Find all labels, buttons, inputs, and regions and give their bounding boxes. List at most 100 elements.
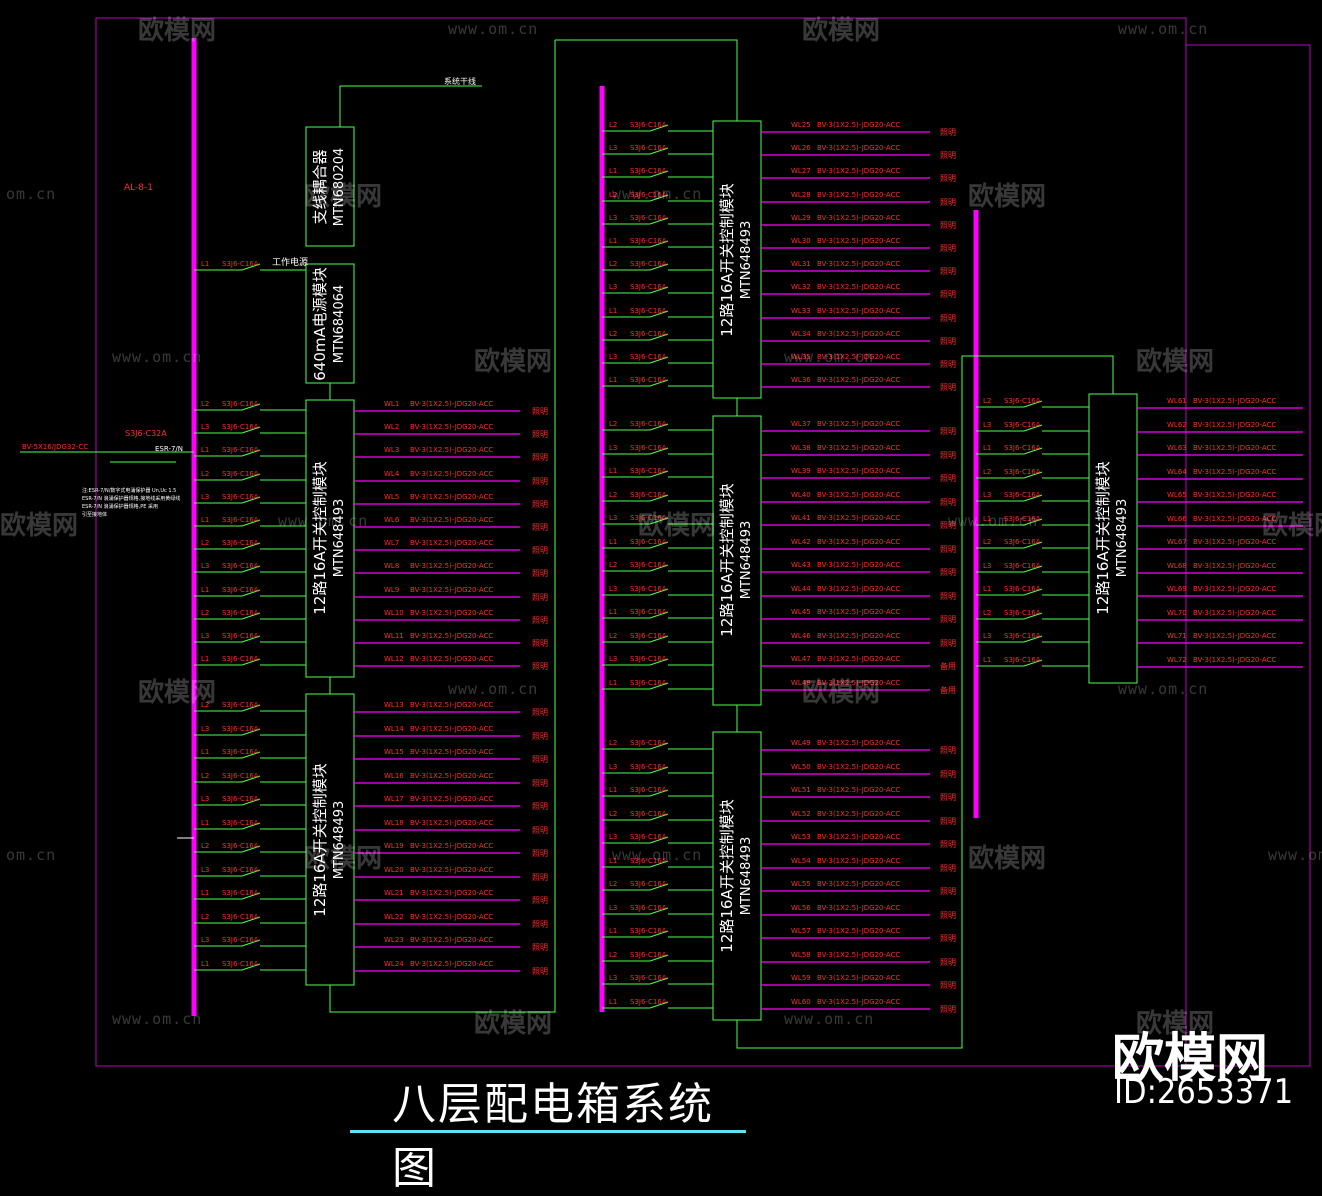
breaker-symbol xyxy=(649,564,669,572)
circuit-id: WL50 xyxy=(791,763,811,771)
circuit-id: WL38 xyxy=(791,444,811,452)
load-label: 照明 xyxy=(532,967,548,976)
load-label: 照明 xyxy=(940,198,956,207)
breaker-symbol xyxy=(649,658,669,666)
circuit-id: WL13 xyxy=(384,701,404,709)
breaker-symbol xyxy=(649,147,669,155)
phase-label: L1 xyxy=(609,237,617,245)
cable-spec: BV-3(1X2.5)-JDG20-ACC xyxy=(410,725,493,733)
breaker-label: S3J6-C16A xyxy=(1004,491,1041,499)
breaker-symbol xyxy=(649,1001,669,1009)
brand-id: ID:2653371 xyxy=(1114,1072,1294,1112)
breaker-symbol xyxy=(1023,612,1043,620)
phase-label: L2 xyxy=(609,191,617,199)
phase-label: L3 xyxy=(983,491,991,499)
breaker-label: S3J6-C16A xyxy=(630,655,667,663)
panel-label: AL-8-1 xyxy=(124,183,153,193)
load-label: 照明 xyxy=(940,521,956,530)
breaker-symbol xyxy=(241,822,261,830)
watermark-url: www.om.cn xyxy=(612,185,703,203)
circuit-id: WL1 xyxy=(384,400,399,408)
breaker-label: S3J6-C16A xyxy=(222,586,259,594)
cable-spec: BV-3(1X2.5)-JDG20-ACC xyxy=(1193,515,1276,523)
power-module-name: 640mA电源模块 xyxy=(311,267,329,381)
breaker-label: S3J6-C16A xyxy=(222,516,259,524)
phase-label: L2 xyxy=(609,810,617,818)
cable-spec: BV-3(1X2.5)-JDG20-ACC xyxy=(817,237,900,245)
note-line: 引至接地体 xyxy=(82,511,107,518)
breaker-label: S3J6-C16A xyxy=(630,561,667,569)
breaker-symbol xyxy=(1023,400,1043,408)
watermark-brand: 欧模网 xyxy=(802,16,881,46)
switch-module-e-box xyxy=(712,731,762,1021)
circuit-id: WL36 xyxy=(791,376,811,384)
load-label: 照明 xyxy=(940,958,956,967)
phase-label: L2 xyxy=(609,561,617,569)
breaker-symbol xyxy=(241,496,261,504)
circuit-id: WL41 xyxy=(791,514,811,522)
load-label: 照明 xyxy=(940,981,956,990)
phase-label: L1 xyxy=(201,586,209,594)
phase-label: L3 xyxy=(609,144,617,152)
phase-label: L1 xyxy=(609,538,617,546)
cable-spec: BV-3(1X2.5)-JDG20-ACC xyxy=(817,561,900,569)
cable-spec: BV-3(1X2.5)-JDG20-ACC xyxy=(410,960,493,968)
cable-spec: BV-3(1X2.5)-JDG20-ACC xyxy=(817,376,900,384)
breaker-symbol xyxy=(1023,659,1043,667)
watermark-brand: 欧模网 xyxy=(304,844,383,874)
cable-spec: BV-3(1X2.5)-JDG20-ACC xyxy=(817,679,900,687)
phase-label: L1 xyxy=(201,889,209,897)
watermark-brand: 欧模网 xyxy=(138,678,217,708)
breaker-label: S3J6-C16A xyxy=(222,748,259,756)
load-label: 照明 xyxy=(532,826,548,835)
breaker-symbol xyxy=(241,775,261,783)
circuit-id: WL47 xyxy=(791,655,811,663)
breaker-label: S3J6-C16A xyxy=(630,514,667,522)
load-label: 照明 xyxy=(940,746,956,755)
breaker-label: S3J6-C16A xyxy=(630,998,667,1006)
load-label: 照明 xyxy=(940,911,956,920)
circuit-id: WL2 xyxy=(384,423,399,431)
phase-label: L1 xyxy=(983,656,991,664)
breaker-symbol xyxy=(1023,471,1043,479)
circuit-id: WL30 xyxy=(791,237,811,245)
breaker-symbol xyxy=(241,449,261,457)
phase-label: L2 xyxy=(983,397,991,405)
breaker-label: S3J6-C16A xyxy=(222,632,259,640)
feeder-label: BV-5X16/JDG32-CC xyxy=(22,443,88,451)
breaker-symbol xyxy=(241,519,261,527)
circuit-id: WL67 xyxy=(1167,538,1187,546)
circuit-id: WL5 xyxy=(384,493,399,501)
breaker-symbol xyxy=(649,907,669,915)
load-label: 照明 xyxy=(532,755,548,764)
phase-label: L1 xyxy=(609,786,617,794)
cable-spec: BV-3(1X2.5)-JDG20-ACC xyxy=(410,423,493,431)
switch-module-d-model: MTN648493 xyxy=(739,521,754,600)
cable-spec: BV-3(1X2.5)-JDG20-ACC xyxy=(1193,444,1276,452)
circuit-id: WL23 xyxy=(384,936,404,944)
cable-spec: BV-3(1X2.5)-JDG20-ACC xyxy=(817,739,900,747)
switch-module-b-box xyxy=(305,693,355,986)
load-label: 照明 xyxy=(532,732,548,741)
coupler-module-model: MTN680204 xyxy=(332,148,347,227)
phase-label: L3 xyxy=(609,904,617,912)
breaker-label: S3J6-C16A xyxy=(222,772,259,780)
note-line: 注:ESR-7/N/数字式电涌保护器 Un,Uc 1.5 xyxy=(82,487,176,494)
cable-spec: BV-3(1X2.5)-JDG20-ACC xyxy=(410,889,493,897)
watermark-url: www.om.cn xyxy=(948,512,1039,530)
circuit-id: WL48 xyxy=(791,679,811,687)
circuit-id: WL44 xyxy=(791,585,811,593)
cable-spec: BV-3(1X2.5)-JDG20-ACC xyxy=(410,913,493,921)
phase-label: L2 xyxy=(201,470,209,478)
